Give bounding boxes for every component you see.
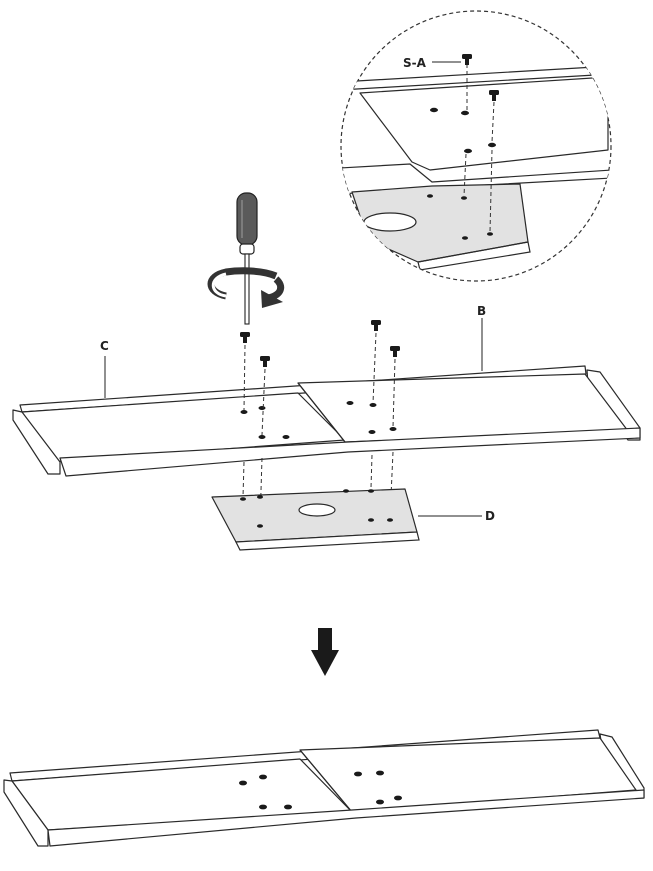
guide-line xyxy=(242,461,245,498)
bracket-hole xyxy=(257,524,263,528)
assembled-screw-head xyxy=(354,771,362,777)
bracket-hole xyxy=(343,489,349,493)
guide-line xyxy=(372,332,377,404)
screw-icon xyxy=(260,356,270,367)
panel-hole xyxy=(240,410,248,414)
panel-hole xyxy=(346,401,354,405)
zoom-hole xyxy=(462,236,468,240)
assembled-front-rail xyxy=(47,789,645,847)
bracket-d-lip xyxy=(235,531,420,551)
assembled-screw-head xyxy=(259,804,267,810)
assembled-left-end-cap xyxy=(3,779,49,847)
bracket-hole xyxy=(368,518,374,522)
zoom-hole xyxy=(464,148,472,154)
zoom-hole xyxy=(430,107,438,113)
part-c-label: C xyxy=(100,339,109,353)
assembled-screw-head xyxy=(394,795,402,801)
zoom-guide-line xyxy=(463,153,467,197)
assembled-screw-head xyxy=(239,780,247,786)
zoom-hole xyxy=(488,142,496,148)
zoom-bracket-large-hole xyxy=(363,212,417,232)
panel-hole xyxy=(368,430,376,434)
bracket-hole xyxy=(368,489,374,493)
rotate-clockwise-icon xyxy=(207,267,285,308)
zoom-bracket-lip xyxy=(417,241,531,271)
panel-seam xyxy=(297,382,346,443)
screw-label: S-A xyxy=(403,56,427,70)
front-rail xyxy=(59,427,641,477)
guide-line xyxy=(392,358,396,428)
assembled-panel-seam xyxy=(299,749,353,813)
detail-zoom-view: S-A xyxy=(340,10,612,282)
screwdriver-handle xyxy=(236,192,258,246)
assembled-screw-head xyxy=(259,774,267,780)
zoom-panel xyxy=(359,76,609,171)
arrow-down-icon xyxy=(311,628,339,676)
panel-hole xyxy=(369,403,377,407)
zoom-hole xyxy=(461,196,467,200)
assembled-screw-head xyxy=(376,770,384,776)
zoom-hole xyxy=(461,110,469,116)
guide-line xyxy=(259,457,263,524)
assembled-screw-head xyxy=(284,804,292,810)
panel-hole xyxy=(389,427,397,431)
zoom-hole xyxy=(427,194,433,198)
panel-hole xyxy=(258,406,266,410)
guide-line xyxy=(243,344,246,411)
screw-icon xyxy=(371,320,381,331)
screwdriver-shaft xyxy=(244,253,250,325)
assembled-screw-head xyxy=(376,799,384,805)
zoom-rear-rail xyxy=(341,65,611,91)
guide-line xyxy=(370,454,373,489)
shelf-assembly-complete xyxy=(3,729,645,847)
zoom-screw-icon xyxy=(489,90,499,101)
part-d-label: D xyxy=(485,509,495,523)
screwdriver-icon xyxy=(236,192,258,325)
bracket-hole xyxy=(387,518,393,522)
panel-hole xyxy=(282,435,290,439)
part-b-label: B xyxy=(477,304,486,318)
screw-icon xyxy=(240,332,250,343)
zoom-screw-icon xyxy=(462,54,472,65)
bracket-hole xyxy=(257,495,263,499)
bracket-hole xyxy=(240,497,246,501)
bracket-d-large-hole xyxy=(298,503,336,517)
left-end-cap xyxy=(12,409,61,475)
shelf-assembly-exploded: C B D xyxy=(12,304,641,551)
screw-icon xyxy=(390,346,400,357)
zoom-hole xyxy=(487,232,493,236)
panel-hole xyxy=(258,435,266,439)
